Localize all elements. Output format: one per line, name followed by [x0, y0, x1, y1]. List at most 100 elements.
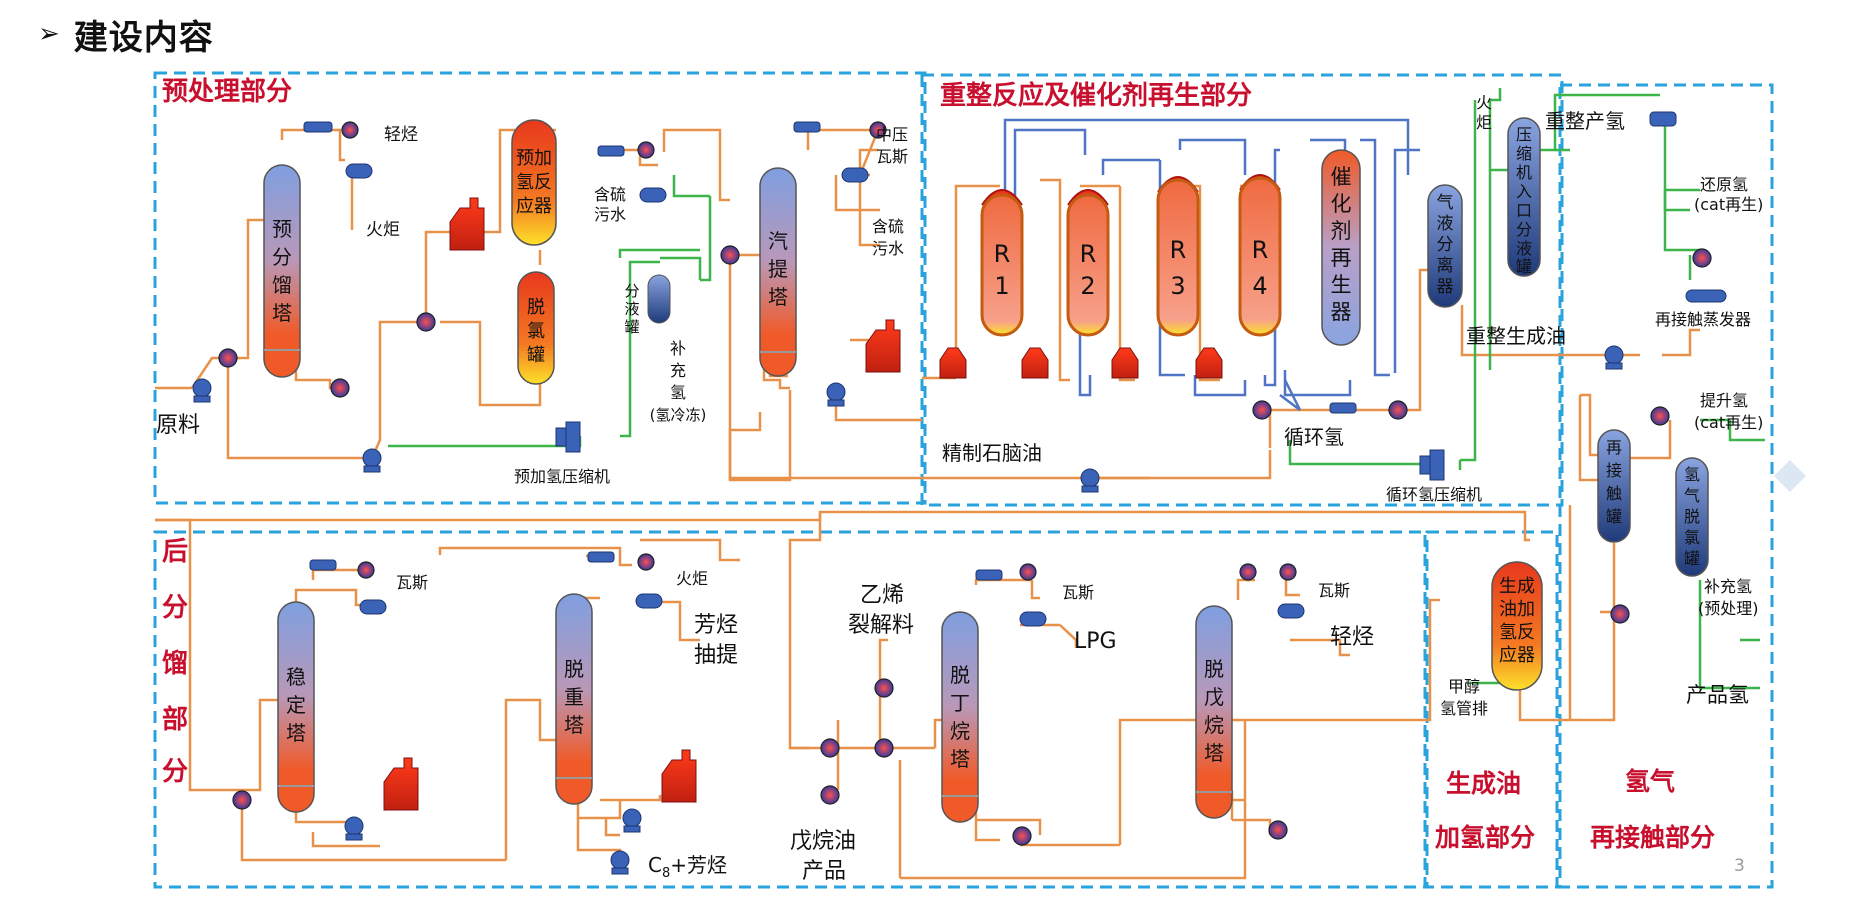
hydro-title-1: 生成油 — [1446, 769, 1521, 798]
h2dechlor-char-2: 气 — [1684, 486, 1700, 505]
condenser-icon — [597, 145, 625, 157]
hydroreac-line-2: 油加 — [1499, 599, 1535, 620]
heat-exchanger-icon — [1239, 563, 1257, 581]
fraction-title-2: 分 — [162, 593, 188, 623]
makeup-h2-char1: 补 — [670, 339, 686, 358]
lpg-label: LPG — [1074, 629, 1117, 654]
stripper-char-1: 汽 — [768, 229, 788, 253]
prefrac-char-2: 分 — [272, 245, 292, 269]
condenser-icon — [309, 559, 337, 571]
product-h2-label: 产品氢 — [1686, 683, 1749, 707]
recontact-char-4: 罐 — [1606, 507, 1622, 526]
compressor-knockout: 压 缩 机 入 口 分 液 罐 — [1507, 117, 1541, 277]
regenerator: 催 化 剂 再 生 器 — [1321, 149, 1361, 346]
heat-exchanger-icon — [232, 790, 252, 810]
pretreat-border — [153, 71, 927, 505]
drum-icon — [359, 599, 387, 615]
heater-icon — [939, 347, 967, 379]
recontact-char-2: 接 — [1606, 461, 1622, 480]
hydroreac-line-3: 氢反 — [1499, 622, 1535, 643]
condenser-icon — [587, 551, 615, 563]
reform-title: 重整反应及催化剂再生部分 — [940, 80, 1252, 111]
stripper-char-2: 提 — [768, 257, 788, 281]
prehydro-line-1: 预加 — [516, 148, 552, 169]
pump-icon — [826, 382, 846, 407]
gls-char-2: 液 — [1437, 214, 1454, 234]
pump-icon — [1080, 468, 1100, 493]
fraction-title-3: 馏 — [162, 649, 188, 679]
dehv-char-2: 重 — [564, 685, 584, 709]
stab-tower: 稳 定 塔 — [277, 601, 315, 813]
naphtha-label: 精制石脑油 — [942, 441, 1042, 465]
heat-exchanger-icon — [416, 312, 436, 332]
gas-stab-label: 瓦斯 — [396, 573, 428, 592]
heat-exchanger-icon — [218, 348, 238, 368]
heat-exchanger-icon — [869, 121, 887, 139]
hydroreac-line-1: 生成 — [1499, 576, 1535, 597]
stab-char-3: 塔 — [286, 721, 306, 745]
depent-char-4: 塔 — [1204, 741, 1224, 765]
condensers — [303, 111, 1727, 627]
drum-icon — [841, 167, 869, 183]
heat-exchanger-icon — [330, 378, 350, 398]
light-hc2-label: 轻烃 — [1330, 625, 1374, 650]
r4-char-1: R — [1252, 236, 1269, 264]
compressor-icon — [1419, 449, 1445, 481]
heat-exchanger-icon — [1252, 400, 1272, 420]
heat-exchanger-icon — [1268, 820, 1288, 840]
heat-exchanger-icon — [1388, 400, 1408, 420]
heat-exchanger-icon — [1692, 248, 1712, 268]
hydro-border — [1425, 530, 1559, 889]
sep-drum: 分 液 罐 — [624, 274, 671, 336]
fraction-title-5: 分 — [162, 757, 188, 787]
regen-char-5: 生 — [1331, 273, 1352, 297]
prefrac-char-1: 预 — [272, 217, 292, 241]
flare2-char2: 炬 — [1476, 113, 1492, 132]
drum-icon — [1019, 611, 1047, 627]
ck-char-5: 口 — [1516, 201, 1532, 220]
heat-exchanger-icon — [637, 141, 655, 159]
heater-icon — [1195, 347, 1223, 379]
h2dechlor-char-1: 氢 — [1684, 465, 1700, 484]
ck-char-1: 压 — [1516, 125, 1532, 144]
oil-lines — [155, 128, 1700, 880]
prefrac-char-3: 馏 — [272, 273, 292, 297]
makeup-h2-char2: 充 — [670, 361, 686, 380]
drum-icon — [1277, 603, 1305, 619]
depent-char-3: 烷 — [1204, 713, 1224, 737]
depentanizer-tower: 脱 戊 烷 塔 — [1195, 605, 1233, 819]
h2dechlor-char-5: 罐 — [1684, 549, 1700, 568]
fraction-title: 后 分 馏 部 分 — [162, 537, 188, 787]
gas-debut-label: 瓦斯 — [1062, 583, 1094, 602]
condenser-icon — [1329, 402, 1357, 414]
lift-h2-line1: 提升氢 — [1700, 391, 1748, 410]
dechlor-char-3: 罐 — [527, 345, 545, 366]
condenser-icon — [975, 569, 1003, 581]
gls-char-3: 分 — [1437, 235, 1454, 255]
heater-icon — [1021, 347, 1049, 379]
gls-char-1: 气 — [1437, 193, 1454, 213]
reactor-r2: R 2 — [1066, 189, 1110, 337]
aromatic-line2: 抽提 — [694, 643, 738, 668]
methanol-line1: 甲醇 — [1448, 677, 1480, 696]
heat-exchanger-icon — [1610, 604, 1630, 624]
pump-icon — [1604, 345, 1624, 370]
flare1-label: 火炬 — [366, 220, 400, 240]
fraction-border — [153, 530, 1427, 889]
regen-char-2: 化 — [1331, 192, 1352, 216]
compressors — [555, 421, 1445, 481]
depent-char-1: 脱 — [1204, 657, 1224, 681]
heat-exchangers — [218, 121, 1712, 846]
methanol-line2: 氢管排 — [1440, 699, 1488, 718]
condenser-icon — [793, 121, 821, 133]
ck-char-2: 缩 — [1516, 144, 1532, 163]
reduce-h2-line2: (cat再生) — [1694, 195, 1763, 214]
pentane-line2: 产品 — [802, 859, 846, 884]
heat-exchanger-icon — [874, 738, 894, 758]
hydro-title-2: 加氢部分 — [1434, 823, 1535, 852]
recontact-char-3: 触 — [1606, 484, 1622, 503]
h2-cold-label: (氢冷冻) — [650, 406, 707, 424]
regen-char-6: 器 — [1331, 300, 1352, 324]
h2dechlor-char-4: 氯 — [1684, 528, 1700, 547]
recycle-h2-label: 循环氢 — [1284, 425, 1344, 449]
